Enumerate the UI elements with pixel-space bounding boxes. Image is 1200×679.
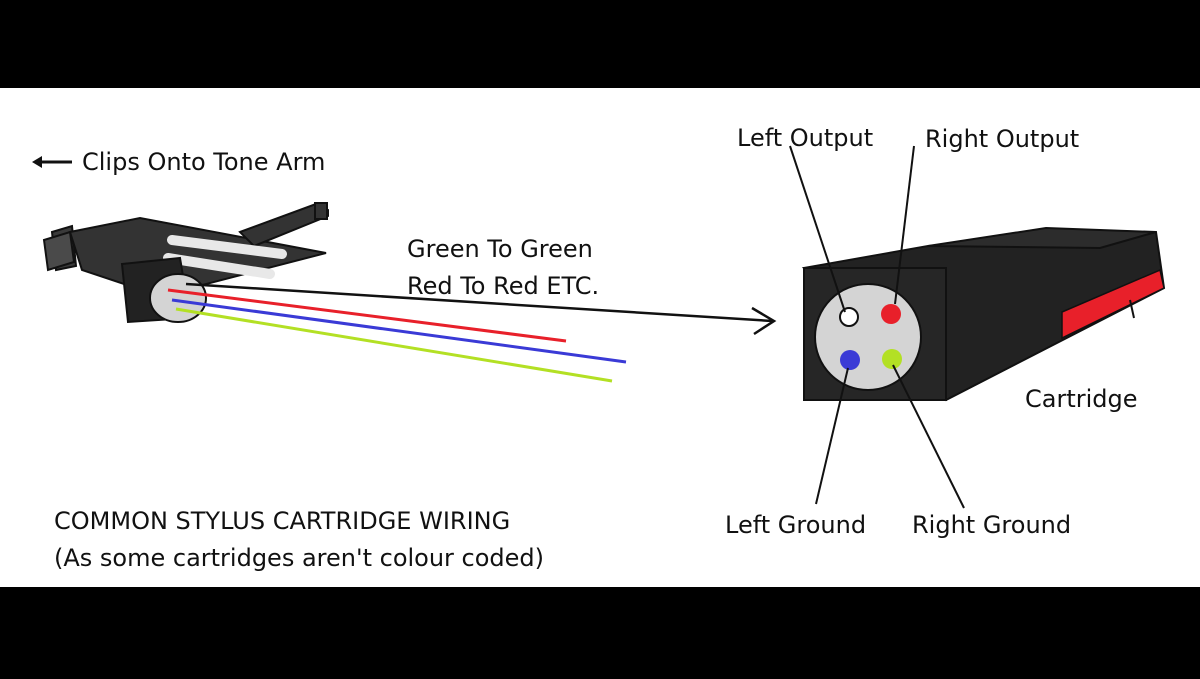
clips-label: Clips Onto Tone Arm: [82, 148, 326, 176]
pin-left-output: [839, 307, 859, 327]
leader-lines: [789, 145, 965, 509]
pin-right-output: [881, 304, 901, 324]
pin-left-ground: [840, 350, 860, 370]
leader-left-output: [789, 145, 846, 313]
wires: [167, 288, 627, 383]
pointer-arrow-icon: [185, 282, 777, 336]
instruction-line-2: Red To Red ETC.: [407, 272, 600, 300]
left-output-label: Left Output: [737, 124, 874, 152]
title-line-1: COMMON STYLUS CARTRIDGE WIRING: [54, 507, 511, 535]
wire-green: [175, 307, 613, 383]
wire-blue: [171, 298, 627, 364]
cartridge-label: Cartridge: [1025, 385, 1138, 413]
leader-right-ground: [892, 364, 965, 509]
leader-right-output: [894, 145, 915, 305]
right-output-label: Right Output: [925, 125, 1080, 153]
leader-left-ground: [815, 367, 849, 505]
wire-red: [167, 288, 567, 343]
instruction-line-1: Green To Green: [407, 235, 593, 263]
title-line-2: (As some cartridges aren't colour coded): [54, 544, 545, 572]
headshell-icon: [42, 202, 329, 324]
left-arrow-icon: [32, 156, 72, 168]
cartridge-icon: [801, 226, 1166, 402]
right-ground-label: Right Ground: [912, 511, 1072, 539]
left-ground-label: Left Ground: [725, 511, 867, 539]
pin-right-ground: [882, 349, 902, 369]
